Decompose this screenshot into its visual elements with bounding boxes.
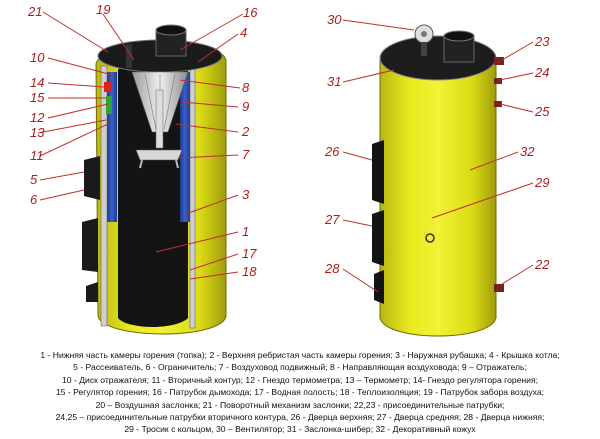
callout-4: 4 [240, 25, 247, 40]
callout-25: 25 [534, 104, 550, 119]
callout-22: 22 [534, 257, 550, 272]
boiler-diagram: 21 19 16 4 10 14 15 12 13 11 8 9 2 7 5 6… [27, 2, 550, 337]
decorative-casing [379, 36, 497, 337]
firebox [118, 58, 188, 328]
pipe-23 [494, 57, 504, 65]
secondary-contour-left [107, 72, 117, 222]
callout-32: 32 [520, 144, 535, 159]
callout-17: 17 [242, 246, 257, 261]
callout-26: 26 [324, 144, 340, 159]
air-intake-pipe [126, 44, 132, 68]
disperser [135, 149, 183, 161]
callout-23: 23 [534, 34, 550, 49]
callout-21: 21 [27, 4, 42, 19]
exterior-door-middle [372, 210, 384, 266]
secondary-contour-right [180, 72, 190, 222]
cutaway-boiler [82, 24, 227, 335]
leader-lines [37, 11, 534, 293]
callout-9: 9 [242, 99, 249, 114]
callout-31: 31 [327, 74, 341, 89]
legend: 1 - Нижняя часть камеры горения (топка);… [10, 349, 590, 436]
door-upper [84, 156, 100, 200]
callout-24: 24 [534, 65, 549, 80]
legend-line: 15 - Регулятор горения; 16 - Патрубок ды… [55, 387, 545, 398]
exterior-door-lower [374, 270, 384, 304]
callout-2: 2 [241, 124, 250, 139]
exterior-boiler [372, 24, 504, 337]
air-duct [155, 89, 164, 149]
callout-7: 7 [242, 147, 250, 162]
combustion-regulator [104, 82, 112, 92]
legend-line: 29 - Тросик с кольцом, 30 – Вентилятор; … [124, 424, 476, 435]
legend-line: 5 - Рассеиватель, 6 - Ограничитель; 7 - … [73, 362, 527, 373]
callout-labels: 21 19 16 4 10 14 15 12 13 11 8 9 2 7 5 6… [27, 2, 550, 279]
callout-18: 18 [242, 264, 257, 279]
callout-30: 30 [327, 12, 342, 27]
callout-3: 3 [242, 187, 250, 202]
exterior-lid [379, 35, 497, 81]
callout-8: 8 [242, 80, 250, 95]
callout-29: 29 [534, 175, 549, 190]
callout-1: 1 [242, 224, 249, 239]
callout-11: 11 [30, 148, 44, 163]
callout-10: 10 [30, 50, 45, 65]
legend-line: 20 – Воздушная заслонка; 21 - Поворотный… [95, 399, 505, 410]
pipe-22 [494, 284, 504, 292]
callout-16: 16 [243, 5, 258, 20]
pipe-24 [494, 78, 502, 84]
exterior-door-upper [372, 140, 384, 204]
legend-line: 24,25 – присоединительные патрубки втори… [55, 412, 545, 423]
callout-6: 6 [30, 192, 38, 207]
callout-13: 13 [30, 125, 45, 140]
callout-28: 28 [324, 261, 340, 276]
door-lower [86, 282, 98, 302]
door-middle [82, 218, 98, 272]
callout-27: 27 [324, 212, 340, 227]
callout-14: 14 [30, 75, 44, 90]
cable-ring [425, 233, 435, 243]
callout-15: 15 [30, 90, 45, 105]
legend-line: 10 - Диск отражателя; 11 - Вторичный кон… [62, 374, 538, 385]
callout-5: 5 [30, 172, 38, 187]
callout-12: 12 [30, 110, 45, 125]
thermometer [106, 96, 112, 114]
callout-19: 19 [96, 2, 110, 17]
pipe-25 [494, 101, 502, 107]
legend-line: 1 - Нижняя часть камеры горения (топка);… [40, 350, 560, 360]
